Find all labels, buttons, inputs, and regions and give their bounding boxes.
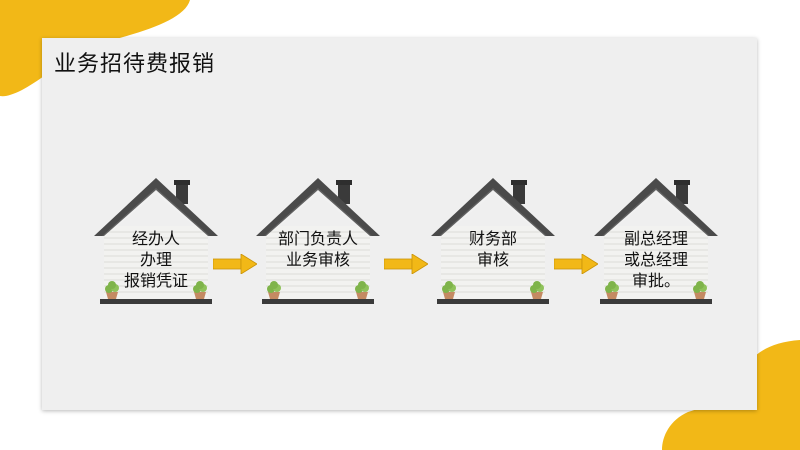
- house-icon: [431, 178, 555, 304]
- arrow-right-icon: [554, 254, 598, 274]
- flow-step-4-label: 副总经理 或总经理 审批。: [623, 229, 688, 290]
- flow-step-2-label: 部门负责人 业务审核: [277, 229, 358, 269]
- flow-step-1-label: 经办人 办理 报销凭证: [123, 229, 188, 290]
- flow-step-1-house: 经办人 办理 报销凭证: [86, 168, 226, 308]
- slide-card: 业务招待费报销: [42, 38, 757, 410]
- arrow-right-icon: [213, 254, 257, 274]
- flow-step-4-house: 副总经理 或总经理 审批。: [586, 168, 726, 308]
- arrow-right-icon: [384, 254, 428, 274]
- flow-step-3-house: 财务部 审核: [423, 168, 563, 308]
- house-icon: [594, 178, 718, 304]
- house-icon: [256, 178, 380, 304]
- flow-step-3-label: 财务部 审核: [468, 229, 517, 269]
- house-icon: [94, 178, 218, 304]
- flow-step-2-house: 部门负责人 业务审核: [248, 168, 388, 308]
- process-flow: 经办人 办理 报销凭证: [42, 38, 757, 410]
- slide-title: 业务招待费报销: [54, 52, 216, 77]
